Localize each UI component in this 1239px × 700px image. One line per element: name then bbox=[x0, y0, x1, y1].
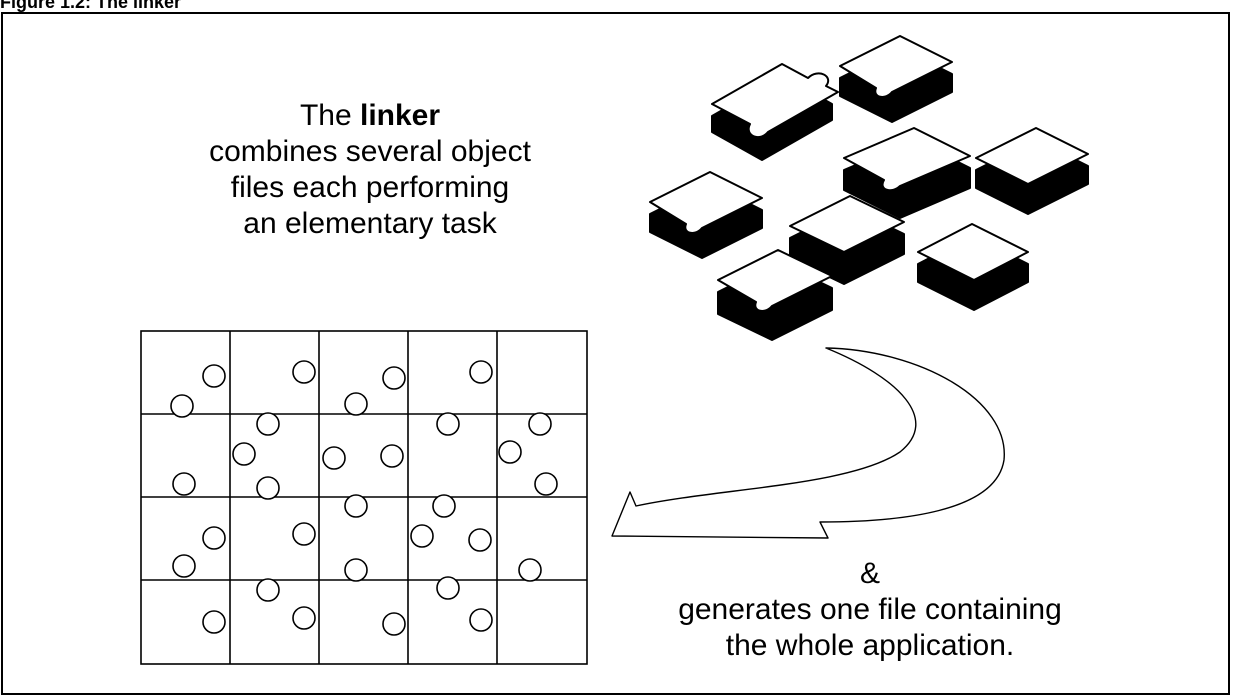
caption-the: The bbox=[299, 99, 352, 132]
loose-piece-4 bbox=[975, 127, 1089, 215]
figure-label: Figure 1.2: The linker bbox=[0, 0, 182, 12]
ampersand: & bbox=[859, 557, 880, 590]
loose-piece-5 bbox=[649, 171, 763, 259]
generates-description: & generates one file containing the whol… bbox=[610, 556, 1130, 664]
loose-piece-3 bbox=[843, 127, 971, 219]
caption-line-1: The linker bbox=[150, 98, 590, 134]
linker-description: The linker combines several object files… bbox=[150, 98, 590, 242]
caption-line-4: an elementary task bbox=[243, 207, 497, 240]
loose-piece-1 bbox=[711, 63, 839, 161]
caption-line-2: combines several object bbox=[209, 135, 531, 168]
curved-arrow bbox=[611, 347, 1005, 539]
loose-piece-6 bbox=[789, 195, 905, 285]
generates-line-1: generates one file containing bbox=[678, 593, 1062, 626]
caption-linker-bold: linker bbox=[360, 99, 441, 132]
figure-frame bbox=[1, 12, 1230, 695]
loose-piece-2 bbox=[839, 35, 953, 123]
generates-line-2: the whole application. bbox=[725, 629, 1015, 662]
caption-line-3: files each performing bbox=[230, 171, 510, 204]
assembled-puzzle bbox=[140, 330, 588, 665]
scattered-puzzle-pieces bbox=[649, 35, 1089, 341]
loose-piece-8 bbox=[717, 249, 833, 341]
loose-piece-7 bbox=[917, 223, 1029, 311]
